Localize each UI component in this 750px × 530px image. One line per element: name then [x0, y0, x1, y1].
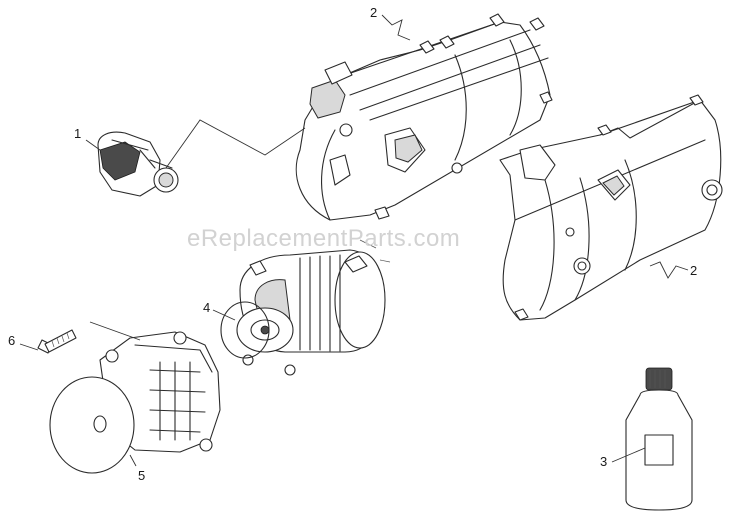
switch-assembly[interactable] — [97, 131, 179, 197]
motor[interactable] — [236, 249, 386, 376]
callout-5: 5 — [138, 468, 145, 483]
gasket-ring[interactable] — [220, 301, 270, 359]
screw[interactable] — [37, 329, 77, 354]
callout-4: 4 — [203, 300, 210, 315]
callout-3: 3 — [600, 454, 607, 469]
watermark: eReplacementParts.com — [187, 225, 460, 252]
upper-housing-half[interactable] — [295, 13, 553, 221]
callout-1: 1 — [74, 126, 81, 141]
lower-housing-half[interactable] — [499, 94, 723, 321]
leader-lines — [19, 14, 689, 467]
callout-2-top: 2 — [370, 5, 377, 20]
disc-seal[interactable] — [49, 376, 135, 474]
oil-bottle[interactable] — [625, 367, 693, 511]
callout-2-right: 2 — [690, 263, 697, 278]
callout-6: 6 — [8, 333, 15, 348]
